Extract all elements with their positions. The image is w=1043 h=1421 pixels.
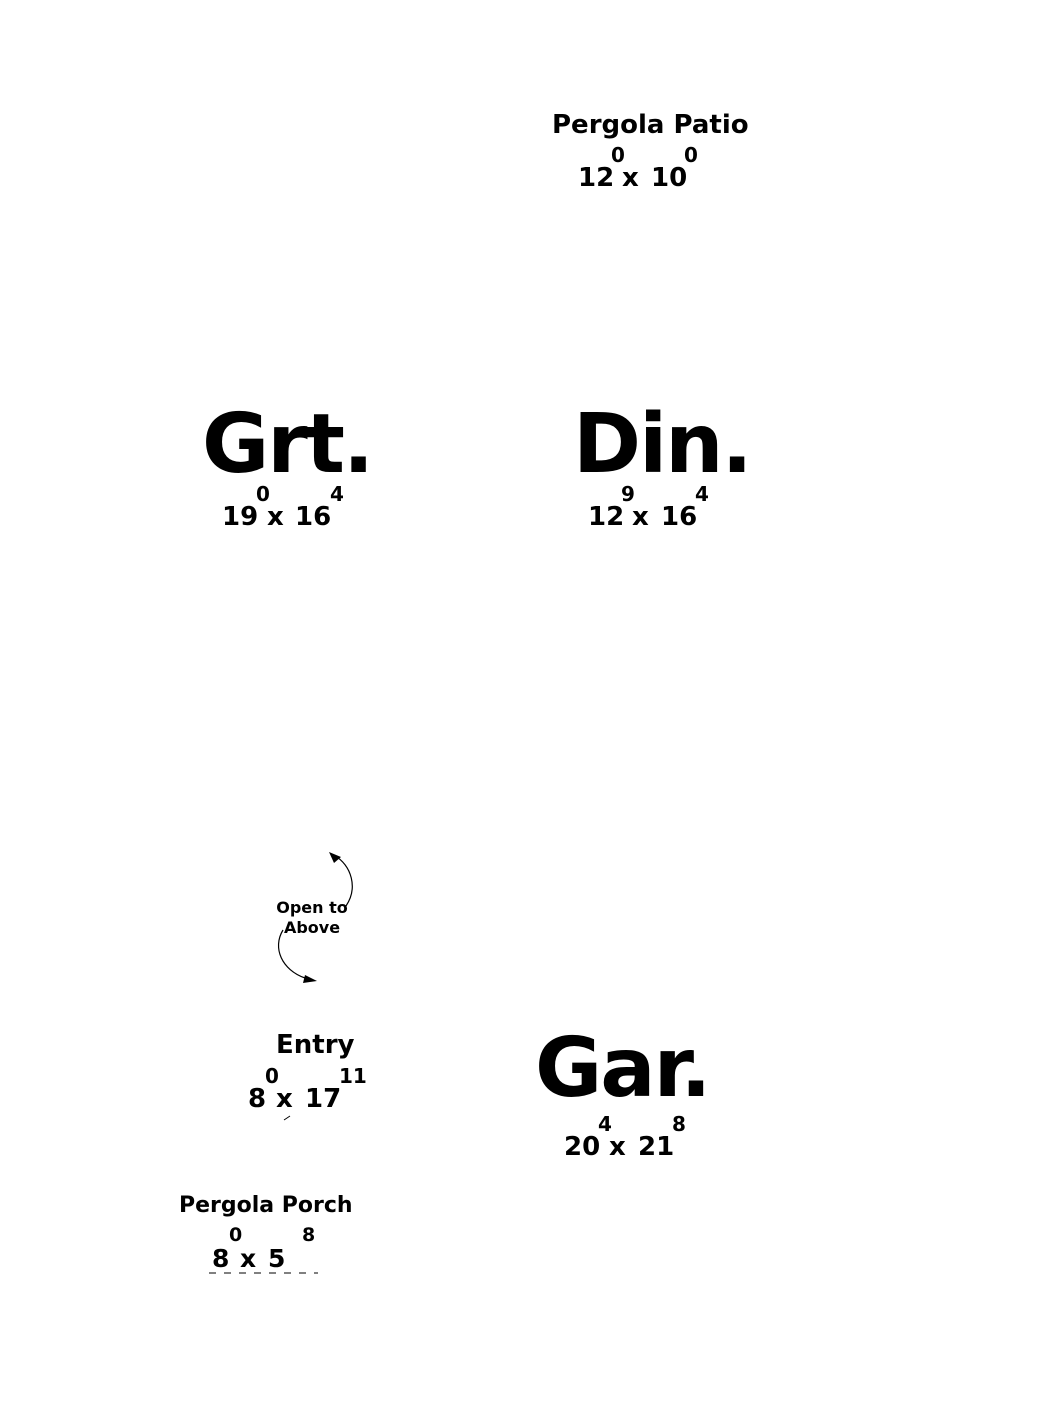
garage-length-in: 8 <box>672 1112 686 1136</box>
great-room-width-in: 0 <box>256 482 270 506</box>
great-room-label: Grt. <box>202 397 374 492</box>
dining-label: Din. <box>573 397 753 492</box>
entry-length-in: 11 <box>339 1064 367 1088</box>
entry-small-mark <box>283 1115 291 1121</box>
pergola-patio-label: Pergola Patio <box>552 110 749 140</box>
entry-width-ft: 8 <box>248 1084 267 1114</box>
garage-sep: x <box>609 1132 626 1162</box>
arrowhead-upper-icon <box>329 852 341 863</box>
pergola-patio-length-ft: 10 <box>651 163 688 193</box>
arrowhead-lower-icon <box>303 975 317 983</box>
garage-length-ft: 21 <box>638 1132 675 1162</box>
dining-sep: x <box>632 502 649 532</box>
open-to-above-note: Open to Above <box>272 898 352 938</box>
pergola-porch-width-ft: 8 <box>212 1244 230 1273</box>
pergola-porch-sep: x <box>240 1244 257 1273</box>
dining-width-in: 9 <box>621 482 635 506</box>
great-room-width-ft: 19 <box>222 502 259 532</box>
garage-width-ft: 20 <box>564 1132 601 1162</box>
dining-length-in: 4 <box>695 482 709 506</box>
open-to-above-line-2: Above <box>283 918 341 937</box>
garage-width-in: 4 <box>598 1112 612 1136</box>
dining-width-ft: 12 <box>588 502 625 532</box>
pergola-porch-label: Pergola Porch <box>179 1193 353 1218</box>
entry-length-ft: 17 <box>305 1084 342 1114</box>
great-room-length-ft: 16 <box>295 502 332 532</box>
pergola-patio-width-ft: 12 <box>578 163 615 193</box>
pergola-porch-length-ft: 5 <box>268 1244 286 1273</box>
great-room-length-in: 4 <box>330 482 344 506</box>
pergola-patio-width-in: 0 <box>611 143 625 167</box>
pergola-porch-width-in: 0 <box>229 1224 243 1246</box>
entry-sep: x <box>276 1084 293 1114</box>
garage-label: Gar. <box>535 1021 712 1116</box>
pergola-patio-length-in: 0 <box>684 143 698 167</box>
pergola-patio-sep: x <box>622 163 639 193</box>
open-to-above-line-1: Open to <box>276 898 348 917</box>
pergola-porch-length-in: 8 <box>302 1224 316 1246</box>
great-room-sep: x <box>267 502 284 532</box>
entry-width-in: 0 <box>265 1064 279 1088</box>
entry-label: Entry <box>276 1030 355 1060</box>
dining-length-ft: 16 <box>661 502 698 532</box>
